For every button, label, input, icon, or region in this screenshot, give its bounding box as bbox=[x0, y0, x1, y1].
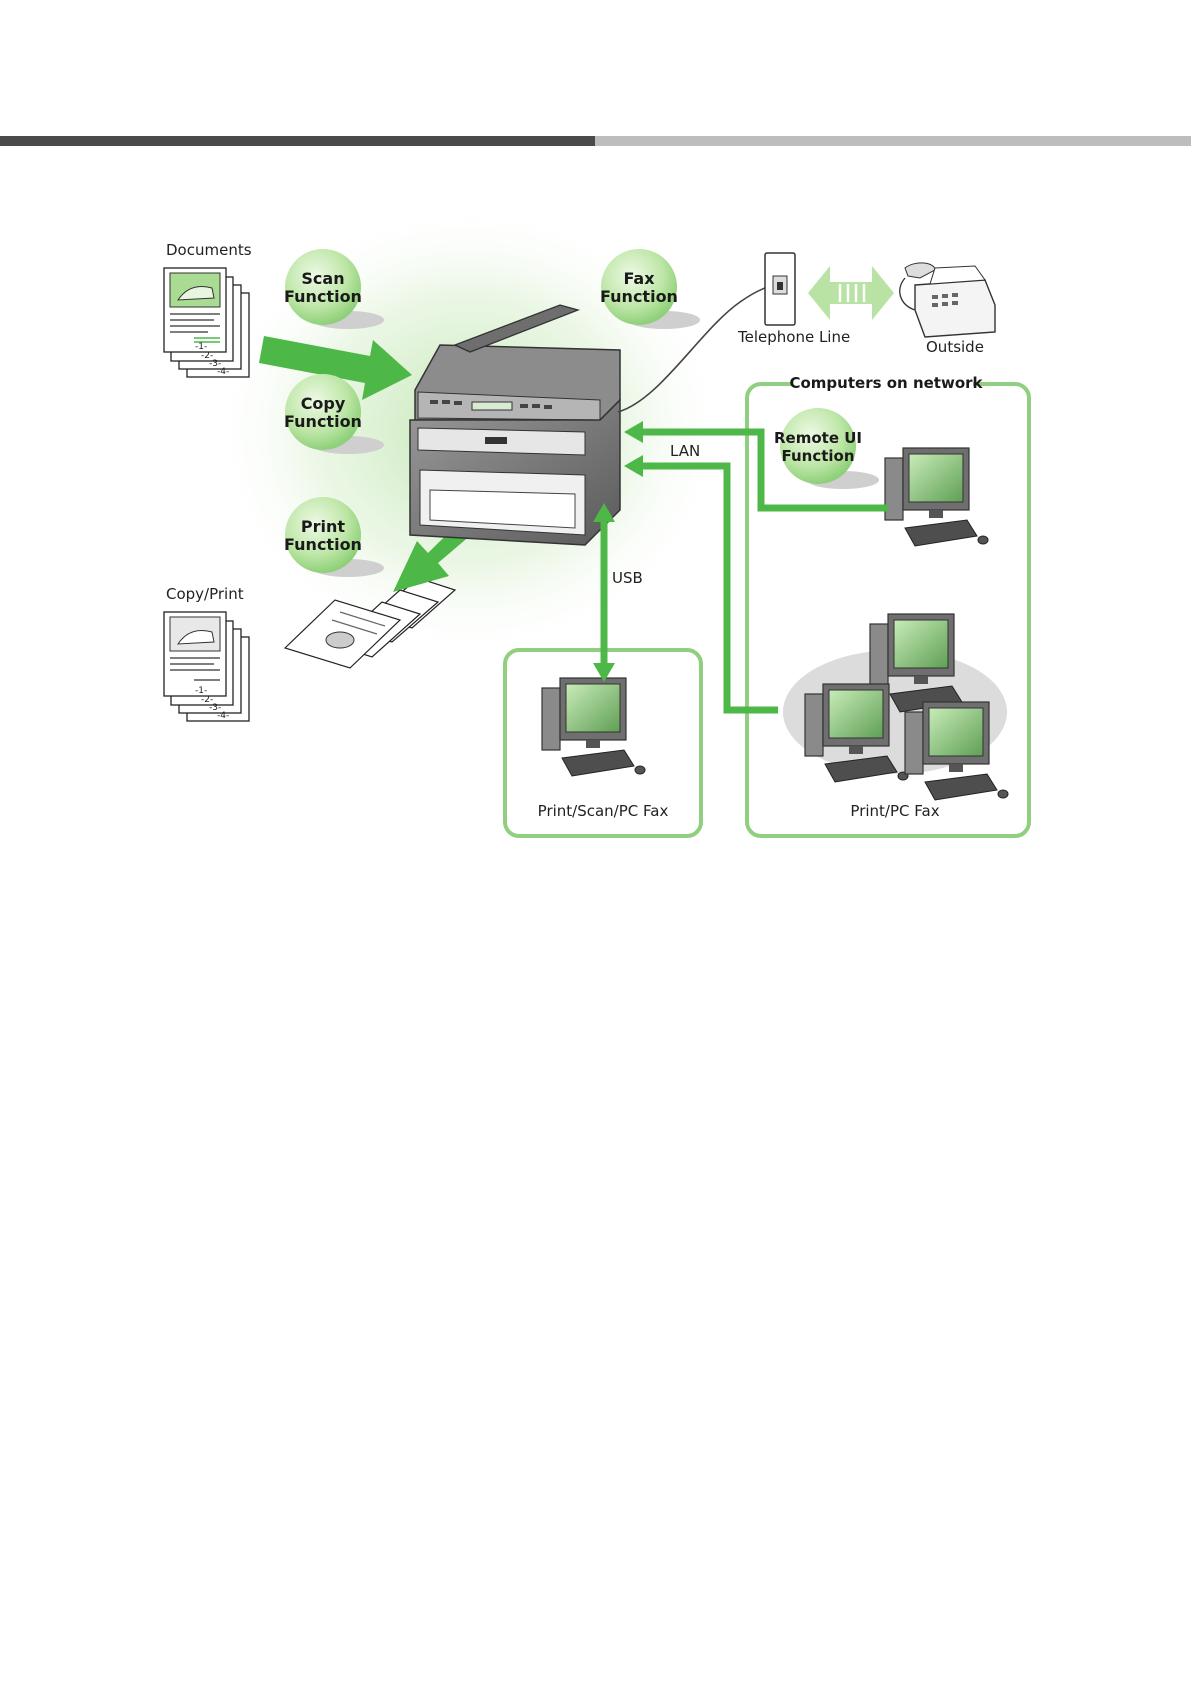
usb-group-label: Print/Scan/PC Fax bbox=[538, 802, 669, 820]
computers-on-network-label: Computers on network bbox=[789, 374, 983, 392]
network-group-label: Print/PC Fax bbox=[850, 802, 939, 820]
copy-function-line2: Function bbox=[284, 412, 362, 431]
scan-function-line2: Function bbox=[284, 287, 362, 306]
telephone-jack-icon bbox=[765, 253, 795, 325]
copy-page-number-4: -4- bbox=[217, 711, 229, 721]
fax-machine-icon bbox=[900, 263, 995, 337]
documents-label: Documents bbox=[166, 241, 252, 259]
scan-function-line1: Scan bbox=[301, 269, 344, 288]
print-function-line1: Print bbox=[301, 517, 345, 536]
page-number-4: -4- bbox=[217, 367, 229, 377]
outside-label: Outside bbox=[926, 338, 984, 356]
remote-ui-function-line2: Function bbox=[781, 447, 854, 465]
fax-function-line1: Fax bbox=[623, 269, 655, 288]
remote-ui-function-line1: Remote UI bbox=[774, 429, 862, 447]
fax-exchange-arrow bbox=[808, 266, 894, 320]
telephone-line-label: Telephone Line bbox=[737, 328, 850, 346]
copy-print-label: Copy/Print bbox=[166, 585, 244, 603]
lan-label: LAN bbox=[670, 442, 700, 460]
usb-label: USB bbox=[612, 569, 643, 587]
fax-function-line2: Function bbox=[600, 287, 678, 306]
copy-function-line1: Copy bbox=[301, 394, 346, 413]
print-function-line2: Function bbox=[284, 535, 362, 554]
